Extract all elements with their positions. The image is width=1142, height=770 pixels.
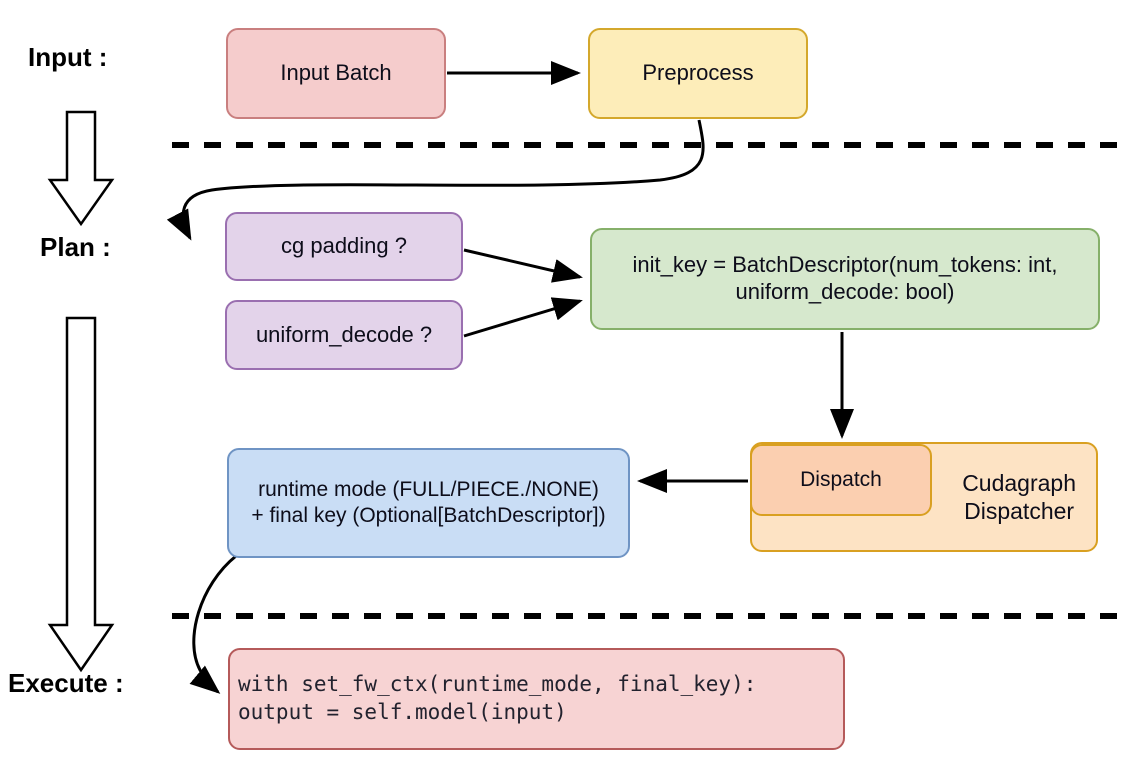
node-cg-padding[interactable]: cg padding ?	[225, 212, 463, 281]
plan-to-execute-flow-arrow	[47, 316, 115, 673]
node-init-key[interactable]: init_key = BatchDescriptor(num_tokens: i…	[590, 228, 1100, 330]
node-runtime-mode[interactable]: runtime mode (FULL/PIECE./NONE) + final …	[227, 448, 630, 558]
node-dispatch-label: Dispatch	[800, 468, 882, 492]
input-to-plan-flow-arrow	[47, 110, 115, 227]
node-exec-code-label: with set_fw_ctx(runtime_mode, final_key)…	[238, 672, 757, 724]
node-input-batch-label: Input Batch	[280, 60, 392, 86]
node-exec-code[interactable]: with set_fw_ctx(runtime_mode, final_key)…	[228, 648, 845, 750]
node-runtime-mode-label: runtime mode (FULL/PIECE./NONE) + final …	[251, 478, 606, 527]
node-uniform-decode-label: uniform_decode ?	[255, 321, 433, 347]
node-cg-padding-label: cg padding ?	[281, 233, 407, 259]
node-dispatch[interactable]: Dispatch	[750, 444, 932, 516]
stage-label-plan: Plan :	[40, 232, 111, 262]
stage-label-input: Input :	[28, 42, 108, 72]
edge-uniform-decode-to-init-key	[463, 297, 583, 338]
node-cudagraph-dispatcher-label: Cudagraph Dispatcher	[962, 469, 1076, 524]
stage-label-execute: Execute :	[8, 668, 124, 698]
node-uniform-decode[interactable]: uniform_decode ?	[225, 300, 463, 370]
node-preprocess-label: Preprocess	[642, 60, 754, 86]
node-preprocess[interactable]: Preprocess	[588, 28, 808, 119]
node-input-batch[interactable]: Input Batch	[226, 28, 446, 119]
edge-cg-padding-to-init-key	[463, 248, 583, 283]
node-init-key-label: init_key = BatchDescriptor(num_tokens: i…	[632, 252, 1058, 304]
